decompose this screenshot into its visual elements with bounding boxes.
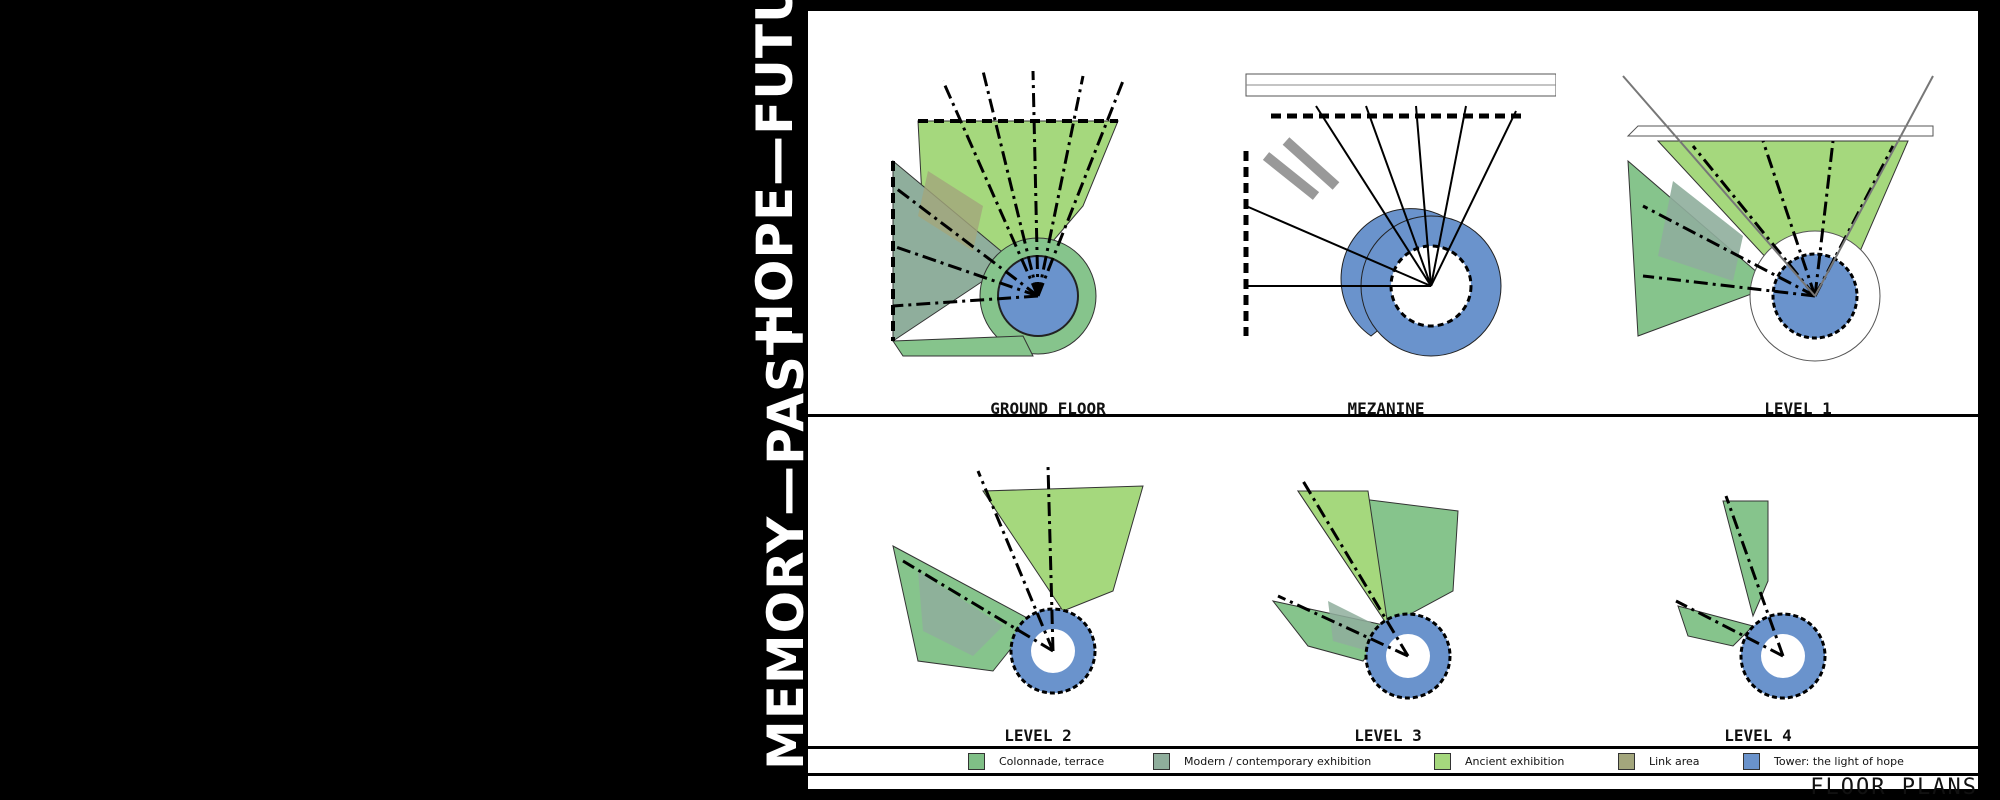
legend-bottom-divider — [808, 773, 1978, 776]
legend-label: Tower: the light of hope — [1774, 754, 1904, 768]
plan-label-level-1: LEVEL 1 — [1764, 399, 1832, 418]
legend-item-colonnade: Colonnade, terrace — [968, 751, 1104, 771]
plan-label-ground-floor: GROUND FLOOR — [990, 399, 1106, 418]
level-1-plan — [1622, 75, 1934, 362]
legend-label: Link area — [1649, 754, 1700, 768]
legend-item-modern: Modern / contemporary exhibition — [1153, 751, 1371, 771]
mezanine-plan — [1243, 73, 1556, 357]
legend-label: Ancient exhibition — [1465, 754, 1565, 768]
level-2-plan — [892, 465, 1144, 695]
legend-item-link: Link area — [1618, 751, 1700, 771]
plan-label-level-2: LEVEL 2 — [1004, 726, 1072, 745]
sheet-title: FLOOR PLANS — [1810, 775, 1978, 800]
plan-label-mezanine: MEZANINE — [1347, 399, 1425, 418]
legend-swatch-tower — [1743, 752, 1760, 770]
legend-item-ancient: Ancient exhibition — [1434, 751, 1564, 771]
legend-top-divider — [808, 746, 1978, 749]
legend-item-tower: Tower: the light of hope — [1743, 751, 1904, 771]
side-label-hope-future: HOPE—FUTURE — [746, 0, 804, 345]
level-4-plan — [1675, 495, 1827, 700]
legend-swatch-colonnade — [968, 752, 985, 770]
plan-label-level-4: LEVEL 4 — [1724, 726, 1792, 745]
side-label-memory-past: MEMORY—PAST — [757, 319, 815, 770]
legend-swatch-ancient — [1434, 752, 1451, 770]
legend: Colonnade, terrace Modern / contemporary… — [808, 747, 1978, 775]
legend-label: Colonnade, terrace — [999, 754, 1105, 768]
ground-floor-plan — [891, 70, 1125, 357]
legend-swatch-modern — [1153, 752, 1170, 770]
level-3-plan — [1271, 480, 1459, 700]
legend-label: Modern / contemporary exhibition — [1184, 754, 1372, 768]
plan-label-level-3: LEVEL 3 — [1354, 726, 1422, 745]
row-divider — [808, 414, 1978, 417]
drawing-sheet: GROUND FLOOR MEZANINE — [808, 11, 1978, 800]
legend-swatch-link — [1618, 752, 1635, 770]
